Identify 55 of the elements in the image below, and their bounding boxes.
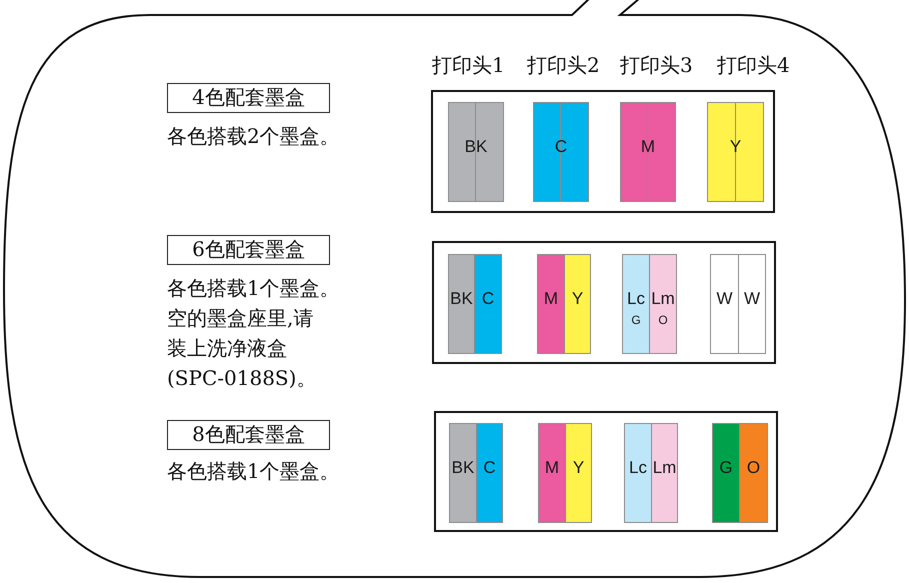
color-label: Lm	[650, 289, 676, 309]
ink-cartridge	[449, 423, 477, 523]
cartridge-holder	[434, 411, 778, 532]
color-label: M	[544, 458, 560, 478]
color-label: BK	[449, 289, 474, 309]
color-label: C	[480, 289, 496, 309]
ink-cartridge	[537, 254, 565, 354]
color-label: O	[657, 313, 669, 327]
color-label: W	[715, 289, 734, 309]
color-label: M	[542, 289, 560, 309]
ink-cartridge	[448, 254, 475, 354]
ink-cartridge	[564, 254, 591, 354]
color-label: G	[718, 458, 734, 478]
ink-cartridge	[474, 254, 502, 354]
ink-cartridge	[710, 254, 739, 354]
color-label: Y	[570, 289, 584, 309]
description-text: 空的墨盒座里,请装上洗净液盒(SPC-0188S)。	[167, 305, 318, 392]
ink-cartridge	[622, 254, 650, 354]
ink-cartridge	[565, 423, 592, 523]
ink-cartridge	[476, 423, 503, 523]
ink-cartridge	[533, 102, 589, 202]
color-label: O	[746, 458, 762, 478]
color-label: M	[640, 137, 656, 157]
color-label: G	[630, 313, 642, 327]
print-head-label: 打印头3	[620, 52, 693, 79]
color-label: W	[742, 289, 762, 309]
print-head-label: 打印头2	[527, 52, 600, 79]
set-title-box: 8色配套墨盒	[167, 420, 330, 450]
ink-cartridge	[448, 102, 504, 202]
color-label: Lm	[652, 458, 677, 478]
color-label: Lc	[626, 289, 646, 309]
color-label: BK	[450, 458, 476, 478]
ink-cartridge	[620, 102, 676, 202]
description-text: 各色搭载1个墨盒。	[167, 275, 340, 302]
description-text: 各色搭载1个墨盒。	[167, 458, 340, 485]
ink-cartridge	[651, 423, 678, 523]
ink-cartridge	[538, 423, 566, 523]
print-head-label: 打印头1	[432, 52, 505, 79]
color-label: Y	[572, 458, 586, 478]
set-title-box: 6色配套墨盒	[167, 235, 330, 265]
description-text: 各色搭载2个墨盒。	[167, 123, 340, 150]
color-label: C	[482, 458, 497, 478]
ink-cartridge	[649, 254, 677, 354]
cartridge-holder	[432, 241, 776, 364]
ink-cartridge	[738, 254, 766, 354]
color-label: BK	[464, 137, 488, 157]
ink-cartridge	[712, 423, 740, 523]
ink-cartridge	[739, 423, 768, 523]
ink-cartridge	[624, 423, 652, 523]
color-label: Lc	[628, 458, 648, 478]
set-title-box: 4色配套墨盒	[167, 83, 330, 113]
ink-cartridge	[707, 102, 764, 202]
print-head-label: 打印头4	[717, 52, 790, 79]
color-label: Y	[728, 137, 742, 157]
cartridge-holder	[431, 90, 775, 213]
